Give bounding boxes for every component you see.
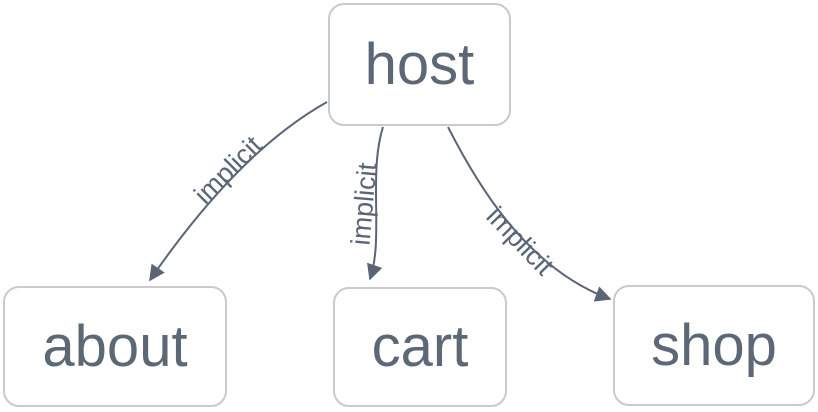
edge-host-about-path — [149, 101, 328, 282]
node-cart[interactable]: cart — [333, 287, 507, 407]
edge-host-shop-label: implicit — [481, 201, 560, 282]
edge-host-about: implicit — [149, 101, 328, 282]
edge-host-cart: implicit — [345, 126, 384, 281]
node-host[interactable]: host — [328, 3, 511, 126]
node-shop-label: shop — [651, 312, 777, 378]
node-shop[interactable]: shop — [613, 285, 815, 406]
node-about[interactable]: about — [3, 286, 227, 407]
edge-host-cart-label: implicit — [345, 161, 382, 246]
edge-host-shop-path — [447, 126, 612, 302]
edge-host-about-label: implicit — [188, 130, 268, 210]
node-host-label: host — [364, 31, 475, 97]
node-cart-label: cart — [371, 314, 469, 379]
edge-host-shop: implicit — [447, 126, 612, 302]
node-about-label: about — [42, 313, 188, 379]
edge-host-cart-path — [367, 126, 384, 281]
